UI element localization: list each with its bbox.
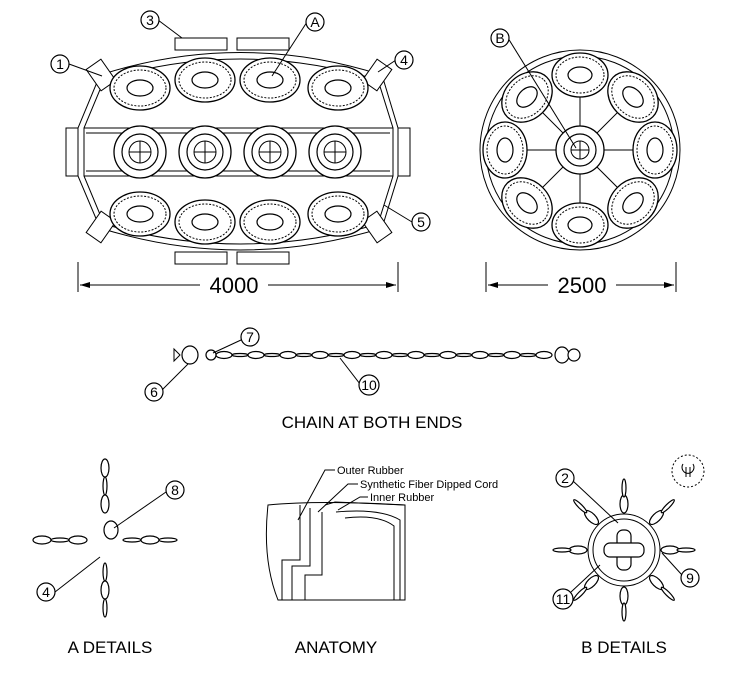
front-width-dimension	[77, 262, 399, 292]
chain-link	[100, 458, 110, 478]
chain-link	[100, 494, 110, 514]
chain-link	[619, 586, 629, 606]
chain-link	[158, 537, 178, 543]
side-view: 2500	[479, 49, 681, 298]
chain-link	[568, 545, 588, 555]
front-width-label: 4000	[210, 273, 259, 298]
front-tires-top-row	[109, 57, 369, 111]
chain-link	[552, 547, 572, 553]
chain-link	[573, 499, 588, 514]
chain-link	[100, 580, 110, 600]
front-top-pads	[65, 37, 411, 265]
chain-link	[503, 350, 521, 360]
chain-link	[68, 535, 88, 545]
chain-link	[122, 537, 142, 543]
chain-link	[621, 478, 627, 498]
front-view: 4000	[65, 37, 411, 298]
callout-9: 9	[686, 570, 694, 586]
b-details-drawing	[552, 454, 705, 622]
chain-link	[359, 352, 377, 358]
chain-link	[327, 352, 345, 358]
chain-link	[32, 535, 52, 545]
callout-3: 3	[146, 12, 154, 28]
callout-2: 2	[561, 470, 569, 486]
callouts: 1 3 A 4 5 B 7 6 10 8	[36, 10, 700, 610]
chain-link	[621, 602, 627, 622]
callout-5: 5	[417, 214, 425, 230]
anatomy-inner-rubber-label: Inner Rubber	[370, 492, 435, 504]
callout-4: 4	[400, 52, 408, 68]
anatomy-cord-label: Synthetic Fiber Dipped Cord	[360, 479, 498, 491]
chain-link	[660, 586, 675, 601]
chain-link	[263, 352, 281, 358]
chain-link	[439, 350, 457, 360]
anatomy-drawing	[265, 469, 406, 601]
callout-A: A	[310, 14, 320, 30]
callout-10: 10	[361, 377, 377, 393]
chain-link	[423, 352, 441, 358]
chain-link	[407, 350, 425, 360]
chain-link	[519, 352, 537, 358]
chain-link	[535, 350, 553, 360]
chain-link	[102, 562, 108, 582]
chain-link	[619, 494, 629, 514]
chain-link	[660, 545, 680, 555]
side-tires	[482, 52, 678, 248]
front-tires-bottom-row	[109, 191, 369, 245]
chain-link	[215, 350, 233, 360]
chain-link	[279, 350, 297, 360]
a-details-drawing	[32, 458, 178, 618]
chain-link	[471, 350, 489, 360]
chain-link	[247, 350, 265, 360]
anatomy-caption: ANATOMY	[295, 638, 378, 657]
callout-8: 8	[171, 482, 179, 498]
chain-caption: CHAIN AT BOTH ENDS	[282, 413, 463, 432]
callout-7: 7	[246, 329, 254, 345]
chain-link	[102, 476, 108, 496]
chain-link	[375, 350, 393, 360]
chain-link	[343, 350, 361, 360]
callout-6: 6	[150, 384, 158, 400]
b-details-caption: B DETAILS	[581, 638, 667, 657]
anatomy-outer-rubber-label: Outer Rubber	[337, 465, 404, 477]
chain-link	[311, 350, 329, 360]
chain-link	[102, 598, 108, 618]
callout-11: 11	[556, 591, 571, 607]
side-width-dimension	[485, 262, 677, 292]
callout-1: 1	[56, 56, 64, 72]
chain-link	[455, 352, 473, 358]
chain-link	[391, 352, 409, 358]
callout-4-a-details: 4	[42, 584, 50, 600]
chain-link	[487, 352, 505, 358]
front-tires-middle-row	[113, 125, 362, 179]
chain-link	[295, 352, 313, 358]
chain-link	[231, 352, 249, 358]
end-chain	[173, 345, 581, 365]
callout-B: B	[495, 30, 504, 46]
chain-link	[573, 586, 588, 601]
chain-link	[50, 537, 70, 543]
a-details-caption: A DETAILS	[68, 638, 153, 657]
side-width-label: 2500	[558, 273, 607, 298]
chain-link	[676, 547, 696, 553]
chain-link	[660, 499, 675, 514]
chain-link	[140, 535, 160, 545]
